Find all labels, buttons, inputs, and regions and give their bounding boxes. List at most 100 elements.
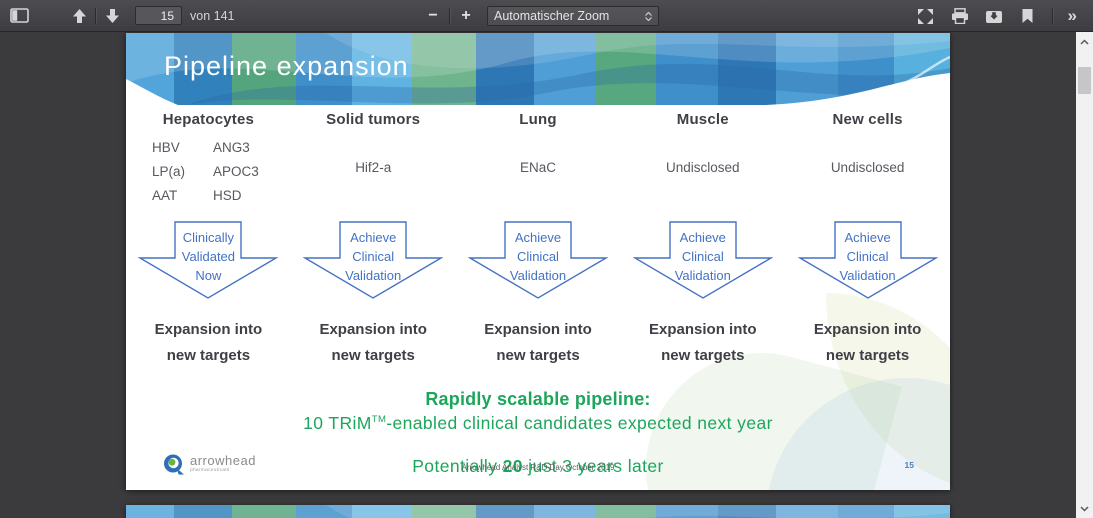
highlight-line3-number: 20 [502,456,523,476]
zoom-in-icon: + [461,7,471,24]
presentation-mode-icon [918,8,934,24]
scrollbar-thumb[interactable] [1078,67,1091,94]
arrow-caption-line: Clinical [352,249,395,264]
pipeline-columns: Hepatocytes HBV LP(a) AAT ANG3 APOC3 HSD… [126,111,950,208]
down-arrow-callout: Achieve Clinical Validation [785,221,950,299]
logo-text: arrowhead pharmaceuticals [190,454,256,473]
arrowhead-logo: arrowhead pharmaceuticals [163,453,256,475]
column-hepatocytes: Hepatocytes HBV LP(a) AAT ANG3 APOC3 HSD [126,111,291,208]
print-icon [951,8,968,24]
arrow-caption-line: Validation [839,268,896,283]
toolbar-separator [1051,8,1053,24]
presentation-mode-button[interactable] [913,4,939,28]
scrollbar-down-button[interactable] [1076,501,1093,516]
target-item: Hif2-a [355,160,392,175]
highlight-line2: 10 TRiMTM-enabled clinical candidates ex… [126,413,950,434]
target-item: HBV [152,140,180,155]
arrow-caption-line: Clinically [182,230,235,245]
more-tools-button[interactable]: » [1067,6,1077,25]
zoom-out-button[interactable]: − [420,4,446,28]
zoom-level-select[interactable]: Automatischer Zoom [487,6,659,26]
expansion-line: new targets [331,347,415,364]
arrow-caption-line: Achieve [679,230,726,245]
target-item: APOC3 [213,164,259,179]
target-item: AAT [152,188,178,203]
page-number-input[interactable] [135,6,182,25]
toolbar-separator [95,7,96,24]
sidebar-toggle-icon [9,8,29,23]
column-lung: Lung ENaC [456,111,621,208]
slide-page-number: 15 [904,460,914,470]
column-header: Hepatocytes [162,111,255,128]
expansion-label: Expansion into new targets [620,317,785,369]
down-arrow-callout: Achieve Clinical Validation [456,221,621,299]
page-down-icon [105,8,119,23]
expansion-line: Expansion into [319,321,427,338]
expansion-line: Expansion into [484,321,592,338]
expansion-line: new targets [661,347,745,364]
arrow-caption-line: Now [195,268,222,283]
column-new-cells: New cells Undisclosed [785,111,950,208]
arrowhead-logo-icon [164,454,184,475]
expansion-line: new targets [166,347,251,364]
arrow-caption: Clinically Validated Now [126,228,291,285]
target-list: HBV LP(a) AAT ANG3 APOC3 HSD [126,136,291,208]
trademark-superscript: TM [371,414,387,426]
arrow-caption-line: Validation [674,268,731,283]
next-page-button[interactable] [99,4,125,28]
highlight-line2-suffix: -enabled clinical candidates expected ne… [386,413,773,433]
expansion-line: Expansion into [649,321,757,338]
arrow-caption: Achieve Clinical Validation [785,228,950,285]
arrow-caption-line: Achieve [514,230,562,245]
expansion-line: Expansion into [154,321,263,338]
column-header: Lung [519,111,557,128]
pdf-page-1: Pipeline expansion Hepatocytes HBV LP(a)… [126,33,950,490]
arrow-caption: Achieve Clinical Validation [620,228,785,285]
select-arrows-icon [645,11,652,21]
arrow-caption: Achieve Clinical Validation [456,228,621,285]
previous-page-button[interactable] [66,4,92,28]
expansion-line: new targets [825,347,910,364]
print-button[interactable] [947,4,973,28]
highlight-line3-suffix: just 3 years later [522,456,664,476]
target-item: ENaC [519,160,556,175]
down-arrow-callout: Achieve Clinical Validation [291,221,456,299]
chevron-up-icon [1080,38,1089,45]
column-solid-tumors: Solid tumors Hif2-a [291,111,456,208]
vertical-scrollbar[interactable] [1076,32,1093,518]
highlight-text-block: Rapidly scalable pipeline: 10 TRiMTM-ena… [126,389,950,477]
expansion-row: Expansion into new targets Expansion int… [126,317,950,369]
page-count-label: von 141 [190,8,235,23]
arrow-caption-line: Clinical [517,249,559,264]
column-header: Muscle [676,111,729,128]
target-item: LP(a) [152,164,186,179]
highlight-headline: Rapidly scalable pipeline: [425,389,651,409]
expansion-line: new targets [496,347,580,364]
logo-name: arrowhead [190,453,256,469]
page-up-icon [72,8,86,23]
slide-title: Pipeline expansion [164,51,409,81]
column-header: Solid tumors [326,111,421,128]
bookmark-icon [1022,9,1033,23]
slide-footer-note: Arrowhead Analyst R&D Day October 2019 [461,463,615,472]
down-arrow-callout: Clinically Validated Now [126,221,291,299]
validation-arrows-row: Clinically Validated Now Achieve Clinica… [126,221,950,299]
arrow-caption-line: Achieve [844,230,891,245]
zoom-out-icon: − [428,7,438,24]
zoom-in-button[interactable]: + [453,4,479,28]
arrow-caption-line: Clinical [681,249,724,264]
highlight-line3: Potentially 20 just 3 years later [126,456,950,477]
expansion-label: Expansion into new targets [126,317,291,369]
download-icon [985,11,1002,23]
zoom-level-value: Automatischer Zoom [494,9,610,23]
scrollbar-up-button[interactable] [1076,34,1093,49]
arrow-caption-line: Validation [345,268,402,283]
arrow-caption-line: Achieve [350,230,397,245]
current-view-bookmark-button[interactable] [1015,4,1041,28]
target-item: HSD [213,188,242,203]
logo-subtitle: pharmaceuticals [190,467,230,473]
target-item: Undisclosed [830,160,905,175]
sidebar-toggle-button[interactable] [6,4,32,28]
column-header: New cells [832,111,903,128]
download-button[interactable] [981,4,1007,28]
